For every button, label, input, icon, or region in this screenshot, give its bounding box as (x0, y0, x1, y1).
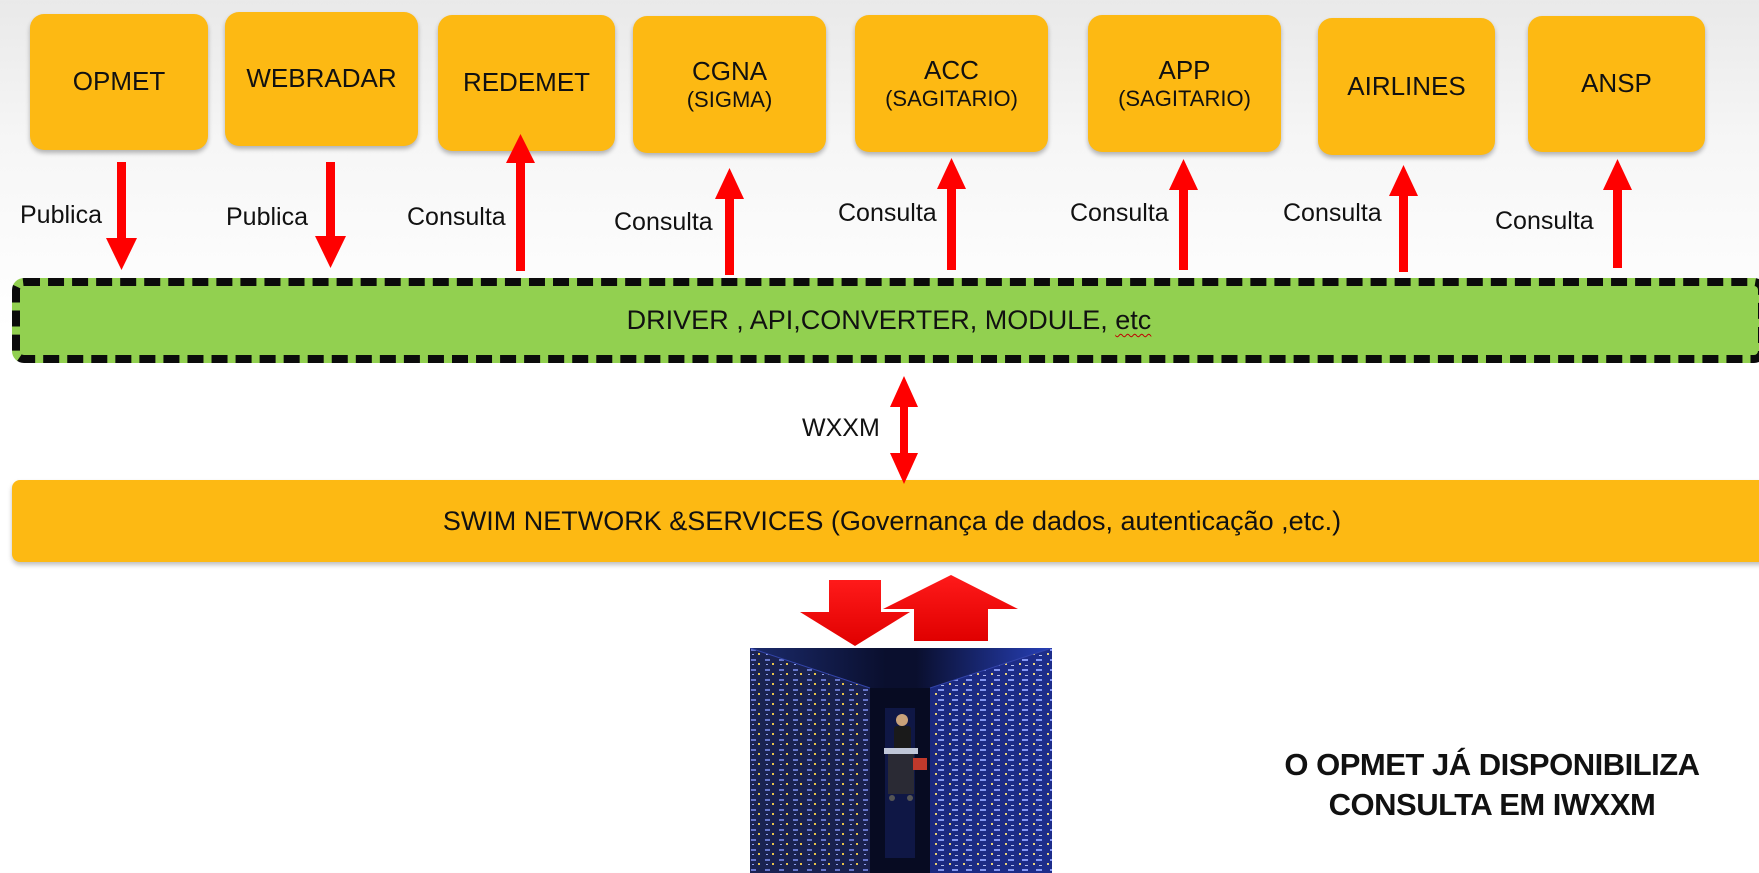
system-subtitle: (SAGITARIO) (885, 85, 1018, 111)
system-box-webradar: WEBRADAR (225, 12, 418, 146)
swim-network-layer: SWIM NETWORK &SERVICES (Governança de da… (12, 480, 1759, 562)
system-box-cgna: CGNA (SIGMA) (633, 16, 826, 153)
system-box-airlines: AIRLINES (1318, 18, 1495, 155)
flow-label-app: Consulta (1070, 199, 1169, 227)
system-name: OPMET (72, 66, 166, 97)
arrow-bidirectional-wxxm (890, 376, 918, 484)
system-subtitle: (SIGMA) (686, 86, 773, 112)
flow-label-airlines: Consulta (1283, 199, 1382, 227)
integration-layer: DRIVER , API,CONVERTER, MODULE, etc (12, 278, 1759, 363)
system-name: ANSP (1581, 68, 1652, 99)
system-name: REDEMET (462, 67, 591, 98)
system-name: APP (1158, 54, 1211, 85)
note-text: O OPMET JÁ DISPONIBILIZA CONSULTA EM IWX… (1232, 745, 1752, 825)
flow-label-acc: Consulta (838, 199, 937, 227)
flow-label-opmet: Publica (20, 201, 102, 229)
wxxm-label: WXXM (802, 414, 880, 442)
system-name: AIRLINES (1347, 70, 1466, 101)
block-arrow-up (883, 575, 1018, 641)
system-name: ACC (924, 54, 979, 85)
system-box-acc: ACC (SAGITARIO) (855, 15, 1048, 152)
arrow-up-redemet (506, 134, 535, 271)
arrow-up-airlines (1389, 165, 1418, 272)
system-box-app: APP (SAGITARIO) (1088, 15, 1281, 152)
note-line-2: CONSULTA EM IWXXM (1328, 787, 1656, 822)
system-box-redemet: REDEMET (438, 15, 615, 151)
arrow-down-webradar (315, 162, 346, 268)
swim-network-label: SWIM NETWORK &SERVICES (Governança de da… (442, 505, 1342, 536)
note-line-1: O OPMET JÁ DISPONIBILIZA (1284, 747, 1700, 782)
system-subtitle: (SAGITARIO) (1118, 85, 1251, 111)
server-room-illustration (750, 648, 1052, 873)
data-center-image (750, 648, 1052, 873)
system-name: WEBRADAR (246, 63, 397, 94)
flow-label-cgna: Consulta (614, 208, 713, 236)
arrow-up-ansp (1603, 159, 1632, 268)
integration-layer-label: DRIVER , API,CONVERTER, MODULE, etc (626, 305, 1152, 335)
system-name: CGNA (691, 55, 768, 86)
arrow-up-cgna (715, 168, 744, 275)
arrow-down-opmet (106, 162, 137, 270)
arrow-up-acc (937, 158, 966, 270)
arrow-up-app (1169, 159, 1198, 270)
block-arrow-down (800, 580, 910, 646)
flow-label-ansp: Consulta (1495, 207, 1594, 235)
flow-label-redemet: Consulta (407, 203, 506, 231)
system-box-ansp: ANSP (1528, 16, 1705, 152)
flow-label-webradar: Publica (226, 203, 308, 231)
system-box-opmet: OPMET (30, 14, 208, 150)
